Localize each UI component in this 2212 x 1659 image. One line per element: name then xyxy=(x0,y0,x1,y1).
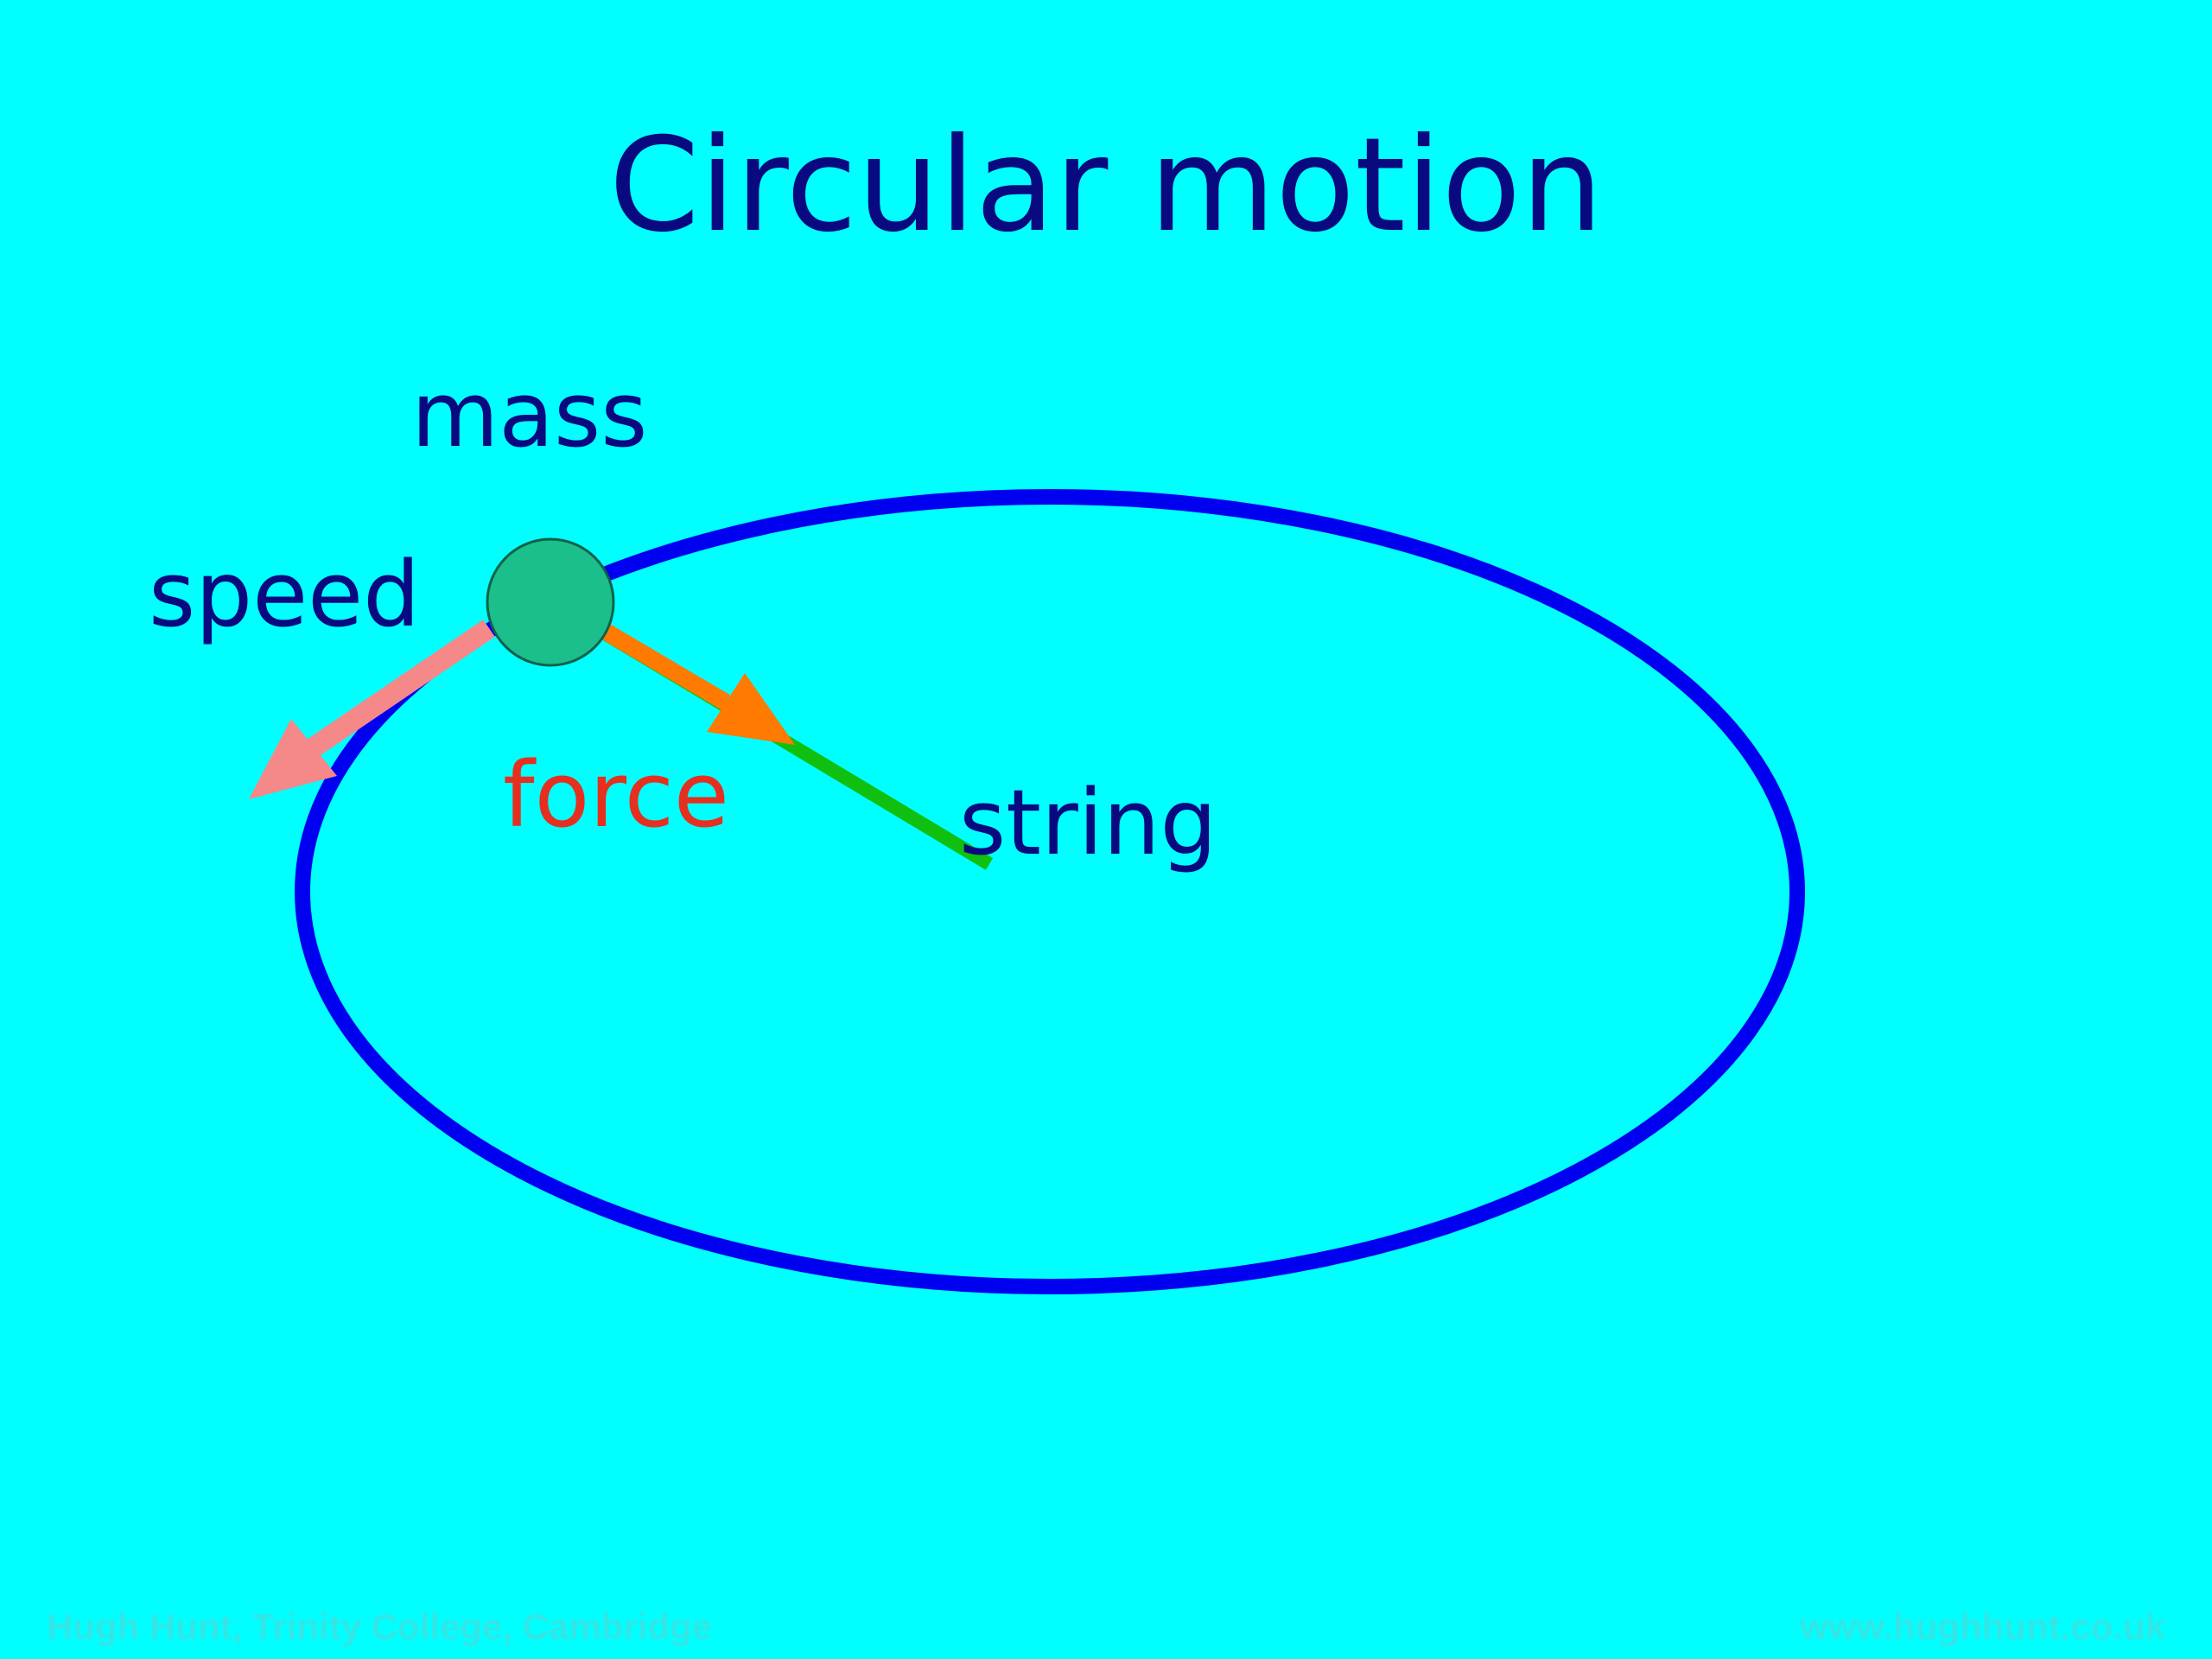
force-arrow-head xyxy=(707,673,795,745)
speed-arrow-head xyxy=(249,719,337,799)
force-label: force xyxy=(503,742,729,848)
footer-website: www.hughhunt.co.uk xyxy=(1799,1606,2165,1647)
speed-arrow-shaft xyxy=(305,620,495,758)
force-arrow xyxy=(596,621,795,745)
mass-ball xyxy=(486,537,615,667)
footer-credit: Hugh Hunt, Trinity College, Cambridge xyxy=(47,1606,713,1647)
speed-arrow xyxy=(249,620,495,799)
speed-label: speed xyxy=(149,542,421,647)
orbit-path xyxy=(295,489,1805,1294)
string-label: string xyxy=(959,770,1217,875)
mass-label: mass xyxy=(411,362,648,467)
slide-title: Circular motion xyxy=(608,111,1604,261)
force-arrow-shaft xyxy=(596,621,731,710)
